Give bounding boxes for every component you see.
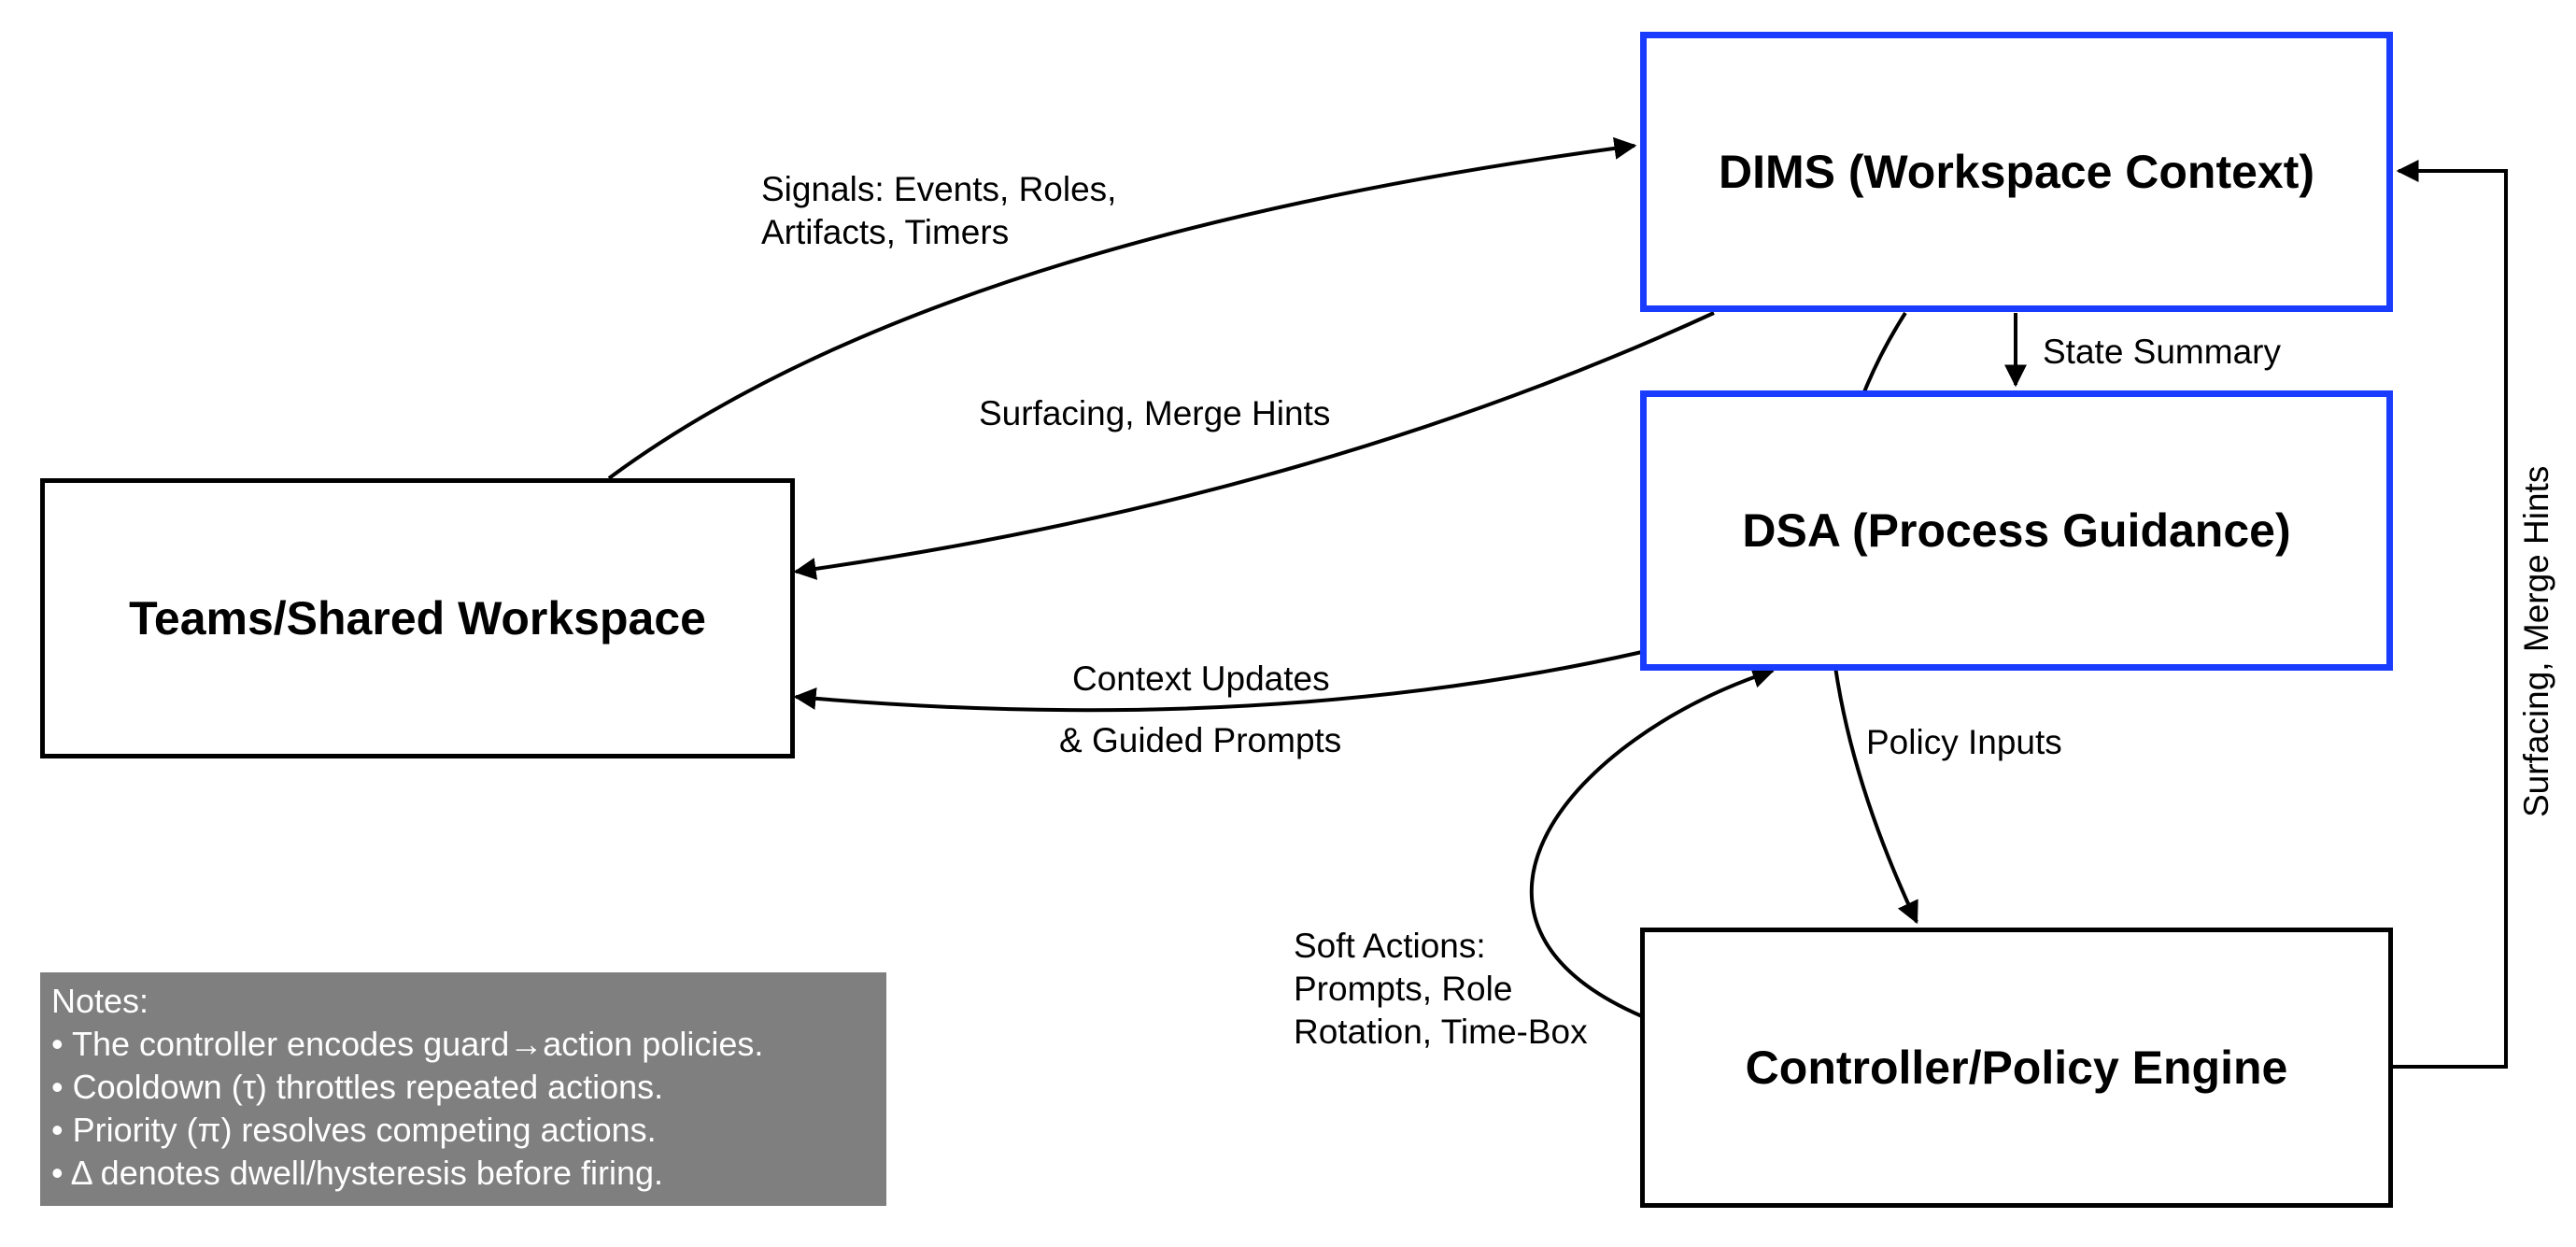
- signals-label-line2: Artifacts, Timers: [761, 213, 1010, 251]
- teams-node-label: Teams/Shared Workspace: [129, 592, 706, 645]
- dsa-node-label: DSA (Process Guidance): [1742, 504, 2291, 557]
- context-updates-label-line2: & Guided Prompts: [1059, 721, 1342, 759]
- controller-node-label: Controller/Policy Engine: [1745, 1042, 2288, 1094]
- state-summary-label: State Summary: [2043, 333, 2281, 371]
- arrow-signals-to-dims: [607, 136, 1637, 480]
- notes-item: • Cooldown (τ) throttles repeated action…: [51, 1068, 664, 1106]
- surfacing-merge-vertical-label: Surfacing, Merge Hints: [2517, 465, 2555, 817]
- soft-actions-label-line2: Prompts, Role: [1294, 970, 1513, 1008]
- arrow-soft-actions: [1529, 666, 1776, 1018]
- surfacing-merge-label: Surfacing, Merge Hints: [979, 394, 1331, 432]
- arrow-surfacing-to-teams: [793, 311, 1715, 580]
- notes-item: • The controller encodes guard→action po…: [51, 1025, 764, 1063]
- dims-node: DIMS (Workspace Context): [1640, 32, 2393, 312]
- dims-node-label: DIMS (Workspace Context): [1718, 146, 2315, 198]
- signals-label-line1: Signals: Events, Roles,: [761, 170, 1117, 208]
- dsa-node: DSA (Process Guidance): [1640, 390, 2393, 671]
- notes-title: Notes:: [51, 982, 149, 1020]
- policy-inputs-label: Policy Inputs: [1866, 723, 2062, 761]
- signals-label: Signals: Events, Roles, Artifacts, Timer…: [761, 168, 1116, 254]
- context-updates-label-line1: Context Updates: [1072, 659, 1330, 698]
- arrow-context-updates-to-teams: [793, 650, 1643, 713]
- arrow-feedback-to-dims: [2391, 160, 2508, 1069]
- notes-box: Notes: • The controller encodes guard→ac…: [40, 972, 886, 1206]
- soft-actions-label-line3: Rotation, Time-Box: [1294, 1013, 1588, 1051]
- soft-actions-label-line1: Soft Actions:: [1294, 927, 1486, 965]
- notes-item: • Priority (π) resolves competing action…: [51, 1111, 657, 1149]
- teams-node: Teams/Shared Workspace: [40, 478, 795, 758]
- notes-item: • Δ denotes dwell/hysteresis before firi…: [51, 1154, 663, 1192]
- controller-node: Controller/Policy Engine: [1640, 928, 2393, 1208]
- soft-actions-label: Soft Actions: Prompts, Role Rotation, Ti…: [1294, 925, 1588, 1054]
